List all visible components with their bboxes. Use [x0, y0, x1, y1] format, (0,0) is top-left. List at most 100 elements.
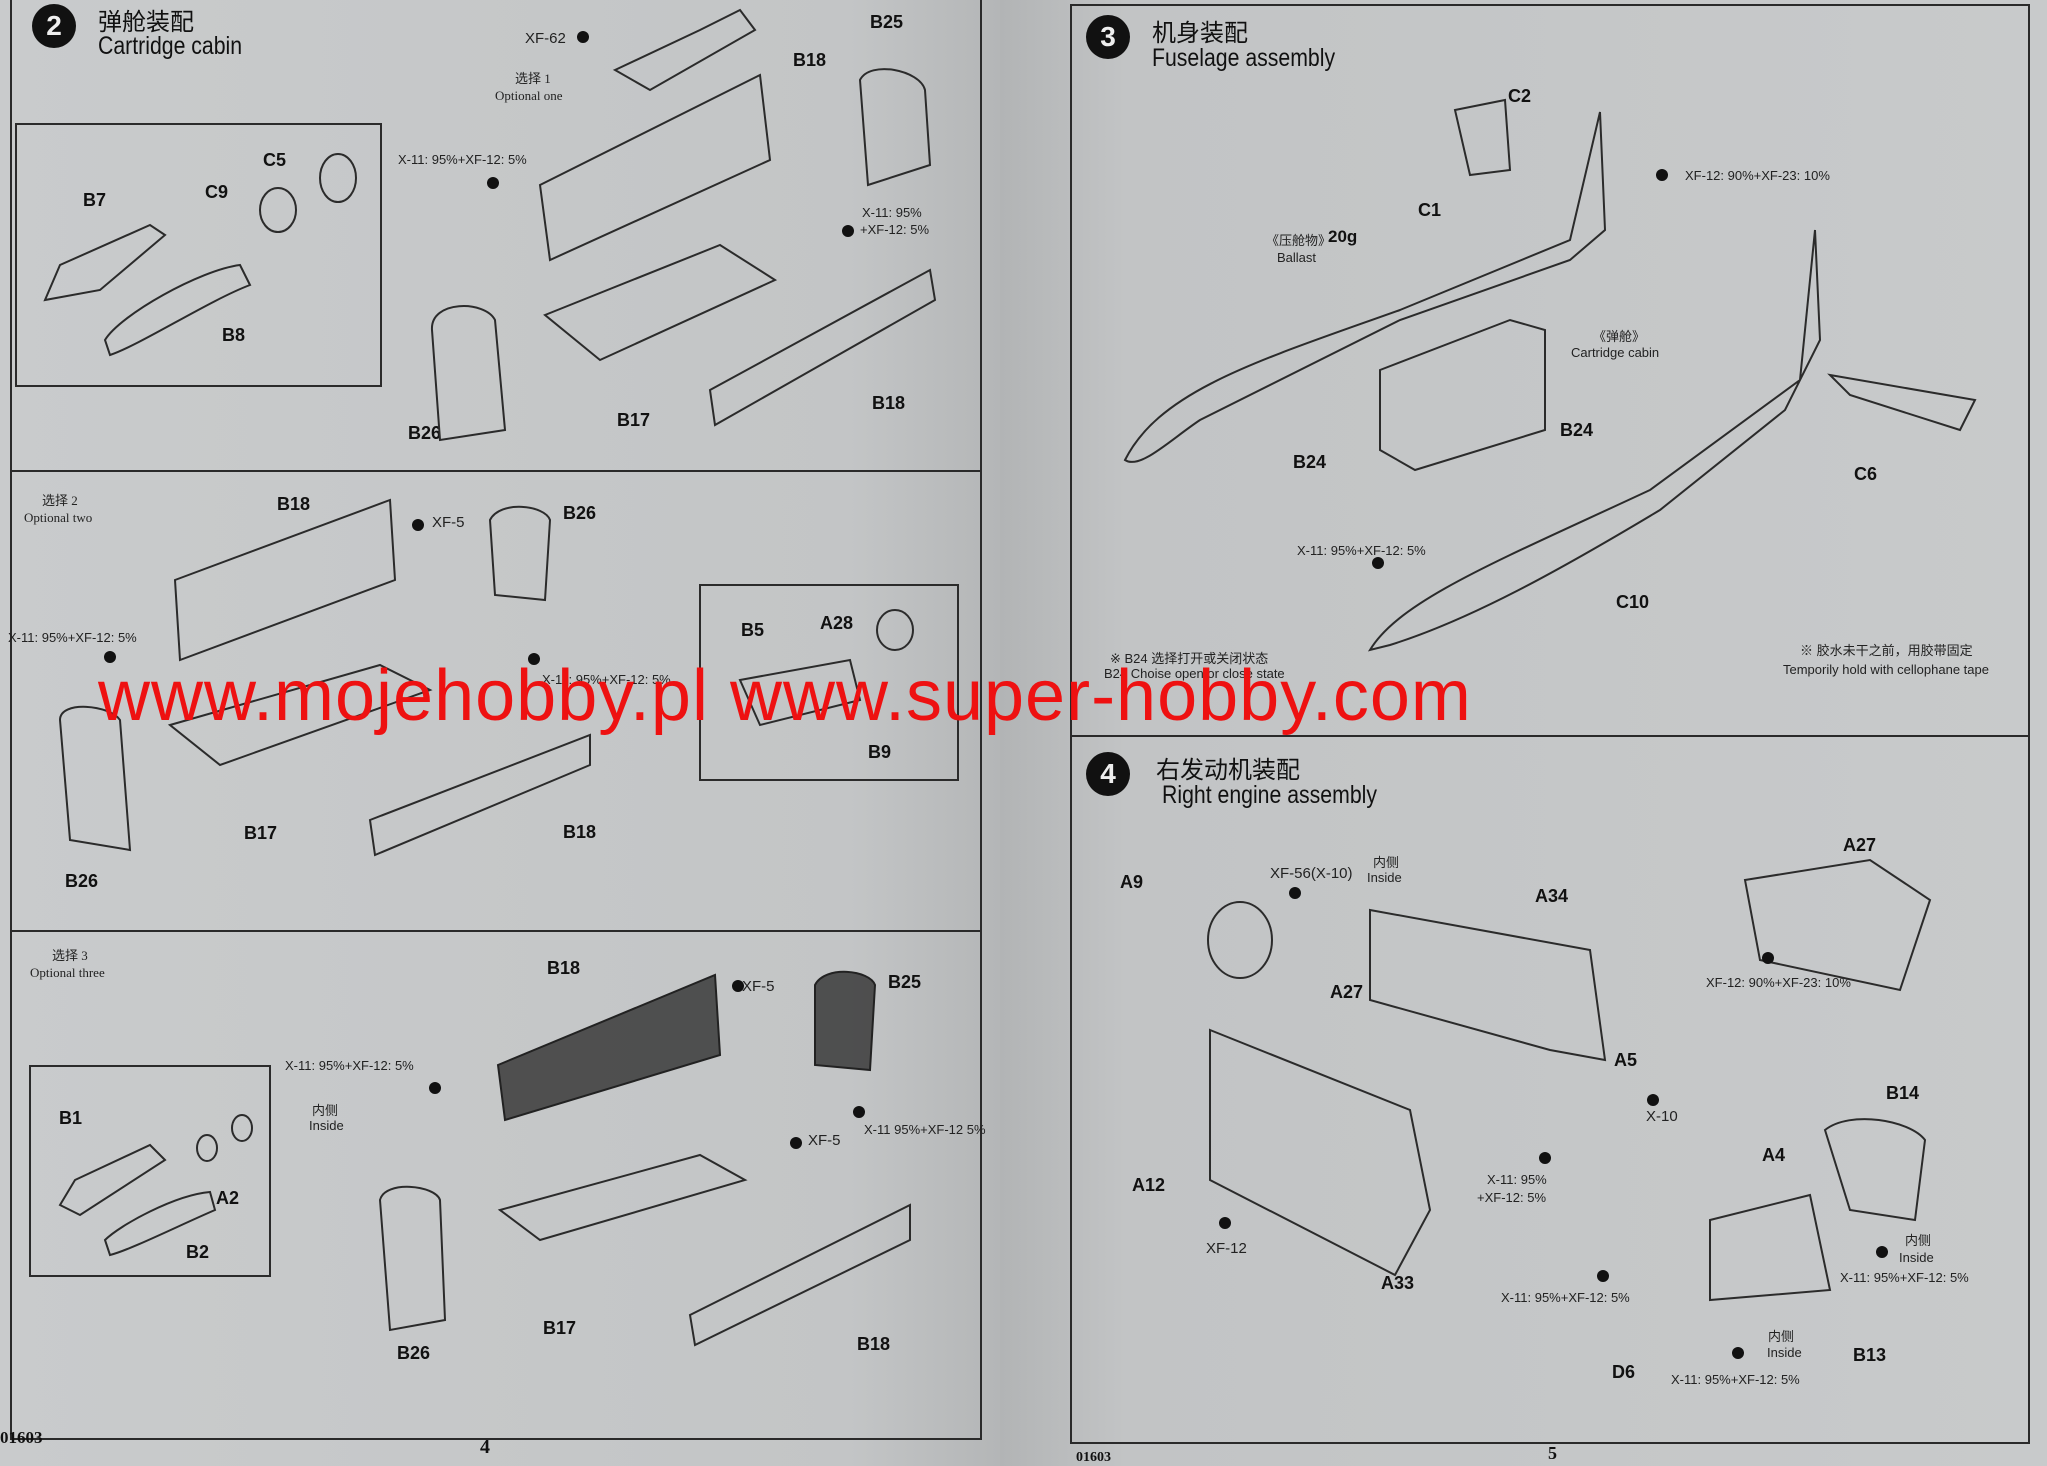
paint-note-step2-right-2: +XF-12: 5%: [860, 222, 930, 237]
step2-part-c9: [259, 187, 297, 233]
paint-note-opt2-left: X-11: 95%+XF-12: 5%: [8, 630, 137, 645]
step2-part-b25: [858, 68, 932, 187]
opt3-part-b17: [497, 1153, 748, 1242]
step2-part-b18-lower: [708, 268, 937, 427]
step2-part-b17: [543, 243, 778, 362]
part-label-a28: A28: [820, 613, 854, 633]
divider-option2-option3: [10, 930, 982, 932]
part-label-b9: B9: [868, 742, 892, 762]
paint-note-opt3-right: X-11 95%+XF-12 5%: [864, 1122, 986, 1137]
left-page-code: 01603: [0, 1428, 43, 1447]
opt3-part-ring-1: [196, 1134, 218, 1162]
inside-cn-opt3: 内侧: [312, 1103, 339, 1118]
divider-step2-option2: [10, 470, 982, 472]
cartridge-cabin-cn: 《弹舱》: [1593, 329, 1646, 344]
left-page-number: 4: [480, 1436, 490, 1458]
step2-part-b26: [430, 305, 507, 442]
part-label-a33: A33: [1381, 1273, 1415, 1293]
step2-part-b7: [43, 223, 167, 302]
step3-part-c6: [1827, 373, 1977, 432]
option3-label-cn: 选择 3: [52, 948, 88, 963]
part-label-c5: C5: [263, 150, 287, 170]
part-label-c6: C6: [1854, 464, 1878, 484]
part-label-b18-opt2-bottom: B18: [563, 822, 597, 842]
opt2-part-b17: [167, 663, 433, 767]
note-b24-en: B24 Choise open or close state: [1104, 666, 1285, 681]
watermark-text: www.mojehobby.pl www.super-hobby.com: [98, 656, 1472, 736]
note-tape-cn: ※ 胶水未干之前，用胶带固定: [1800, 643, 1973, 658]
opt2-part-b5: [738, 658, 862, 727]
step2-inset-box: [15, 123, 382, 387]
part-label-c10: C10: [1616, 592, 1650, 612]
cartridge-cabin-en: Cartridge cabin: [1571, 345, 1660, 360]
step4-part-a34: [1369, 908, 1607, 1062]
step4-part-b14: [1823, 1118, 1927, 1222]
opt3-part-b18-lower: [688, 1203, 911, 1347]
step-2-title-en: Cartridge cabin: [98, 32, 243, 60]
part-label-d6: D6: [1612, 1362, 1636, 1382]
step-2-title-cn: 弹舱装配: [98, 9, 194, 36]
step-3-badge: 3: [1086, 15, 1130, 59]
step-3-title-cn: 机身装配: [1152, 20, 1248, 47]
paint-note-step4-mid-1: X-11: 95%: [1487, 1172, 1547, 1187]
part-label-c2: C2: [1508, 86, 1532, 106]
part-label-c1: C1: [1418, 200, 1442, 220]
right-page-frame: [1070, 4, 2030, 1444]
ballast-cn: 《压舱物》: [1266, 233, 1332, 248]
paint-note-step4-right: X-11: 95%+XF-12: 5%: [1840, 1270, 1969, 1285]
part-label-a9: A9: [1120, 872, 1144, 892]
paint-note-opt2-mid: X-11: 95%+XF-12: 5%: [542, 672, 671, 687]
paint-label-xf5-opt3-bottom: XF-5: [808, 1132, 841, 1149]
step-4-title-en: Right engine assembly: [1162, 781, 1377, 809]
opt3-part-b26: [378, 1185, 447, 1332]
step4-part-a9: [1207, 901, 1273, 979]
part-label-b18-bottom-step2: B18: [872, 393, 906, 413]
opt2-part-b18-panel: [173, 498, 397, 662]
part-label-b26-opt3: B26: [397, 1343, 431, 1363]
paint-label-xf12: XF-12: [1206, 1240, 1247, 1257]
ballast-weight: 20g: [1328, 227, 1358, 246]
inside-en-opt3: Inside: [309, 1118, 344, 1133]
ballast-en: Ballast: [1277, 250, 1317, 265]
option2-label-en: Optional two: [24, 510, 93, 525]
step2-part-c5: [319, 153, 357, 203]
paint-label-x10: X-10: [1646, 1108, 1678, 1125]
part-label-b17-step2: B17: [617, 410, 651, 430]
part-label-b26-opt2-bottom: B26: [65, 871, 99, 891]
paint-note-a27: XF-12: 90%+XF-23: 10%: [1706, 975, 1851, 990]
part-label-b2: B2: [186, 1242, 210, 1262]
paint-label-xf5-opt2: XF-5: [432, 514, 465, 531]
step2-part-b18-panel: [538, 73, 772, 262]
part-label-a34: A34: [1535, 886, 1569, 906]
part-label-b7: B7: [83, 190, 107, 210]
part-label-b5: B5: [741, 620, 765, 640]
part-label-b25: B25: [870, 12, 904, 32]
part-label-xf62: XF-62: [525, 30, 566, 47]
option1-label-cn: 选择 1: [515, 71, 551, 86]
paint-note-step3-top: XF-12: 90%+XF-23: 10%: [1685, 168, 1830, 183]
part-label-a27-mid: A27: [1330, 982, 1364, 1002]
part-label-b13: B13: [1853, 1345, 1887, 1365]
step4-part-a33: [1209, 1028, 1432, 1277]
step4-part-b13: [1709, 1193, 1832, 1302]
paint-label-xf56: XF-56(X-10): [1270, 865, 1353, 882]
option3-label-en: Optional three: [30, 965, 105, 980]
paint-note-opt3-left: X-11: 95%+XF-12: 5%: [285, 1058, 414, 1073]
step3-cartridge-cabin-box: [1379, 318, 1546, 472]
part-label-b24-left: B24: [1293, 452, 1327, 472]
opt2-part-b26-top: [488, 505, 552, 602]
part-label-b17-opt3: B17: [543, 1318, 577, 1338]
option1-label-en: Optional one: [495, 88, 563, 103]
step-3-title-en: Fuselage assembly: [1152, 44, 1336, 72]
opt2-part-b26-bottom: [58, 705, 132, 852]
step3-fuselage-bottom: [1367, 229, 1822, 652]
part-label-b18-top: B18: [793, 50, 827, 70]
part-label-b26-opt2-top: B26: [563, 503, 597, 523]
paint-note-step4-mid-2: +XF-12: 5%: [1477, 1190, 1547, 1205]
part-label-a4: A4: [1762, 1145, 1786, 1165]
paint-note-step2-right-1: X-11: 95%: [862, 205, 922, 220]
part-label-a2: A2: [216, 1188, 240, 1208]
part-label-b25-opt3: B25: [888, 972, 922, 992]
opt3-part-b1: [58, 1143, 167, 1217]
